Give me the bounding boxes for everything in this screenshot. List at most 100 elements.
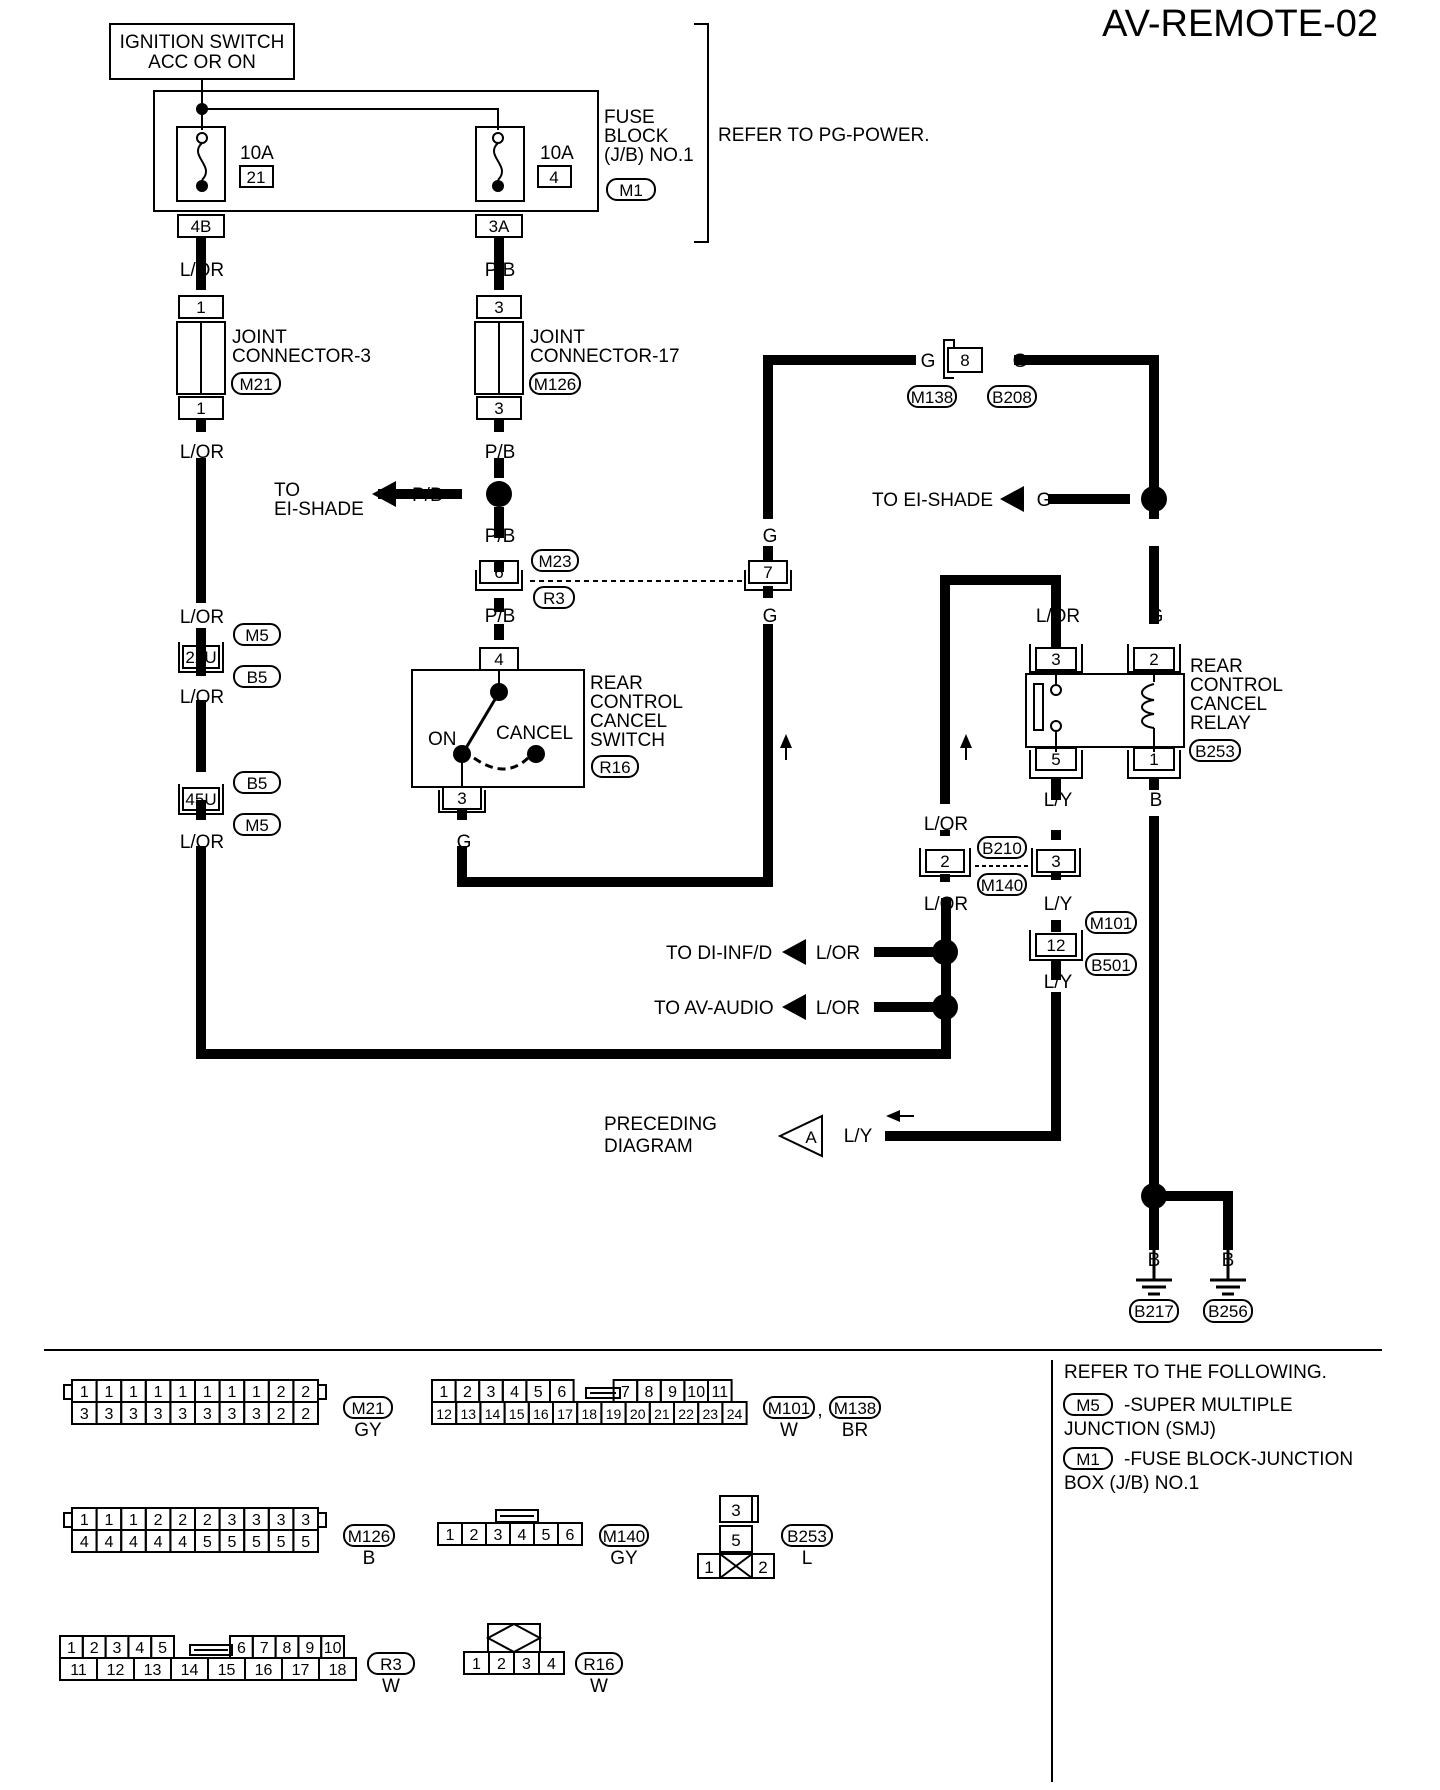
pin-label: 12	[107, 1662, 125, 1679]
svg-text:W: W	[780, 1420, 798, 1441]
pin-label: 18	[329, 1662, 347, 1679]
connector-22u: 22U M5 B5	[178, 623, 281, 688]
pin-label: 14	[485, 1406, 501, 1422]
svg-text:6: 6	[494, 563, 503, 582]
pin-label: 6	[237, 1640, 246, 1657]
svg-text:M140: M140	[603, 1527, 646, 1546]
pin-label: 22	[678, 1406, 694, 1422]
svg-text:P/B: P/B	[485, 526, 516, 547]
page-title: AV-REMOTE-02	[1102, 3, 1378, 45]
svg-text:1: 1	[196, 399, 205, 418]
svg-text:7: 7	[763, 563, 772, 582]
svg-text:L/OR: L/OR	[924, 814, 968, 835]
pin-label: 4	[178, 1534, 187, 1551]
svg-text:R3: R3	[380, 1655, 402, 1674]
svg-text:3: 3	[494, 298, 503, 317]
pin-label: 1	[252, 1384, 261, 1401]
svg-text:3: 3	[457, 789, 466, 808]
pin-label: 4	[104, 1534, 113, 1551]
pin-label: 15	[218, 1662, 236, 1679]
fuse-block-connector: M1	[619, 181, 643, 200]
terminal-3a: 3A	[489, 217, 510, 236]
svg-text:G: G	[457, 832, 472, 853]
pin-label: 4	[518, 1527, 527, 1544]
svg-text:P/B: P/B	[485, 442, 516, 463]
pin-label: 6	[566, 1527, 575, 1544]
pin-label: 8	[645, 1384, 654, 1401]
svg-text:2: 2	[1149, 650, 1158, 669]
svg-text:L/OR: L/OR	[180, 260, 224, 281]
svg-text:5: 5	[1051, 750, 1060, 769]
svg-text:A: A	[805, 1128, 817, 1147]
fuse-block-label-1: FUSE	[604, 107, 655, 128]
pin-label: 2	[178, 1512, 187, 1529]
to-di-inf-d: TO DI-INF/D	[666, 943, 772, 964]
pin-label: 2	[203, 1512, 212, 1529]
connector-b210-m140: 2 3 B210 M140	[919, 836, 1081, 896]
svg-text:TO: TO	[274, 480, 300, 501]
rear-control-cancel-relay: 3 2 5 1 REAR CONTROL CANCEL RELAY B253	[1025, 644, 1283, 779]
svg-text:L/OR: L/OR	[180, 687, 224, 708]
ignition-label-1: IGNITION SWITCH	[120, 32, 285, 53]
svg-text:B256: B256	[1208, 1302, 1248, 1321]
svg-text:DIAGRAM: DIAGRAM	[604, 1136, 693, 1157]
pin-label: 2	[497, 1656, 506, 1673]
ignition-label-2: ACC OR ON	[148, 52, 256, 73]
preceding-diagram-flag: PRECEDING DIAGRAM A	[604, 1114, 823, 1158]
svg-text:1: 1	[1149, 750, 1158, 769]
pin-label: 23	[703, 1406, 719, 1422]
svg-text:L/OR: L/OR	[180, 442, 224, 463]
pin-label: 5	[534, 1384, 543, 1401]
svg-text:G: G	[1037, 490, 1052, 511]
pin-label: 8	[283, 1640, 292, 1657]
svg-text:L/Y: L/Y	[844, 1126, 873, 1147]
svg-text:REAR: REAR	[1190, 656, 1243, 677]
pin-cell	[292, 1529, 319, 1553]
svg-text:1: 1	[196, 298, 205, 317]
fuse-block-label-3: (J/B) NO.1	[604, 145, 694, 166]
svg-text:W: W	[590, 1676, 608, 1697]
pin-label: 4	[129, 1534, 138, 1551]
svg-text:G: G	[763, 606, 778, 627]
svg-text:B: B	[1150, 790, 1163, 811]
svg-text:B501: B501	[1091, 956, 1131, 975]
fuse-block-label-2: BLOCK	[604, 126, 669, 147]
svg-text:CANCEL: CANCEL	[496, 723, 573, 744]
pin-label: 3	[227, 1512, 236, 1529]
svg-text:JUNCTION (SMJ): JUNCTION (SMJ)	[1064, 1419, 1216, 1440]
svg-text:M138: M138	[834, 1399, 877, 1418]
pin-label: 3	[129, 1406, 138, 1423]
refer-pg-power: REFER TO PG-POWER.	[718, 125, 930, 146]
pin-cell	[538, 1651, 565, 1675]
svg-text:M138: M138	[911, 388, 954, 407]
svg-text:4: 4	[494, 650, 503, 669]
pin-label: 2	[301, 1384, 310, 1401]
connector-m138-b208: 8 M138 B208	[907, 339, 1037, 408]
svg-text:M21: M21	[239, 375, 272, 394]
svg-text:G: G	[1149, 606, 1164, 627]
svg-text:M126: M126	[534, 375, 577, 394]
svg-text:B5: B5	[247, 774, 268, 793]
svg-text:R16: R16	[599, 758, 630, 777]
svg-text:1: 1	[704, 1558, 713, 1577]
pin-label: 2	[90, 1640, 99, 1657]
svg-text:L/OR: L/OR	[816, 943, 860, 964]
svg-text:W: W	[382, 1676, 400, 1697]
pin-label: 1	[178, 1384, 187, 1401]
svg-text:2: 2	[940, 852, 949, 871]
pin-label: 4	[510, 1384, 519, 1401]
pin-label: 2	[463, 1384, 472, 1401]
pin-label: 5	[227, 1534, 236, 1551]
pin-label: 1	[154, 1384, 163, 1401]
pin-label: 18	[582, 1406, 598, 1422]
svg-text:2: 2	[758, 1558, 767, 1577]
svg-text:B253: B253	[1195, 742, 1235, 761]
pin-label: 6	[557, 1384, 566, 1401]
pin-label: 3	[113, 1640, 122, 1657]
pin-label: 2	[277, 1406, 286, 1423]
pin-label: 11	[70, 1662, 87, 1679]
ignition-switch: IGNITION SWITCH ACC OR ON	[109, 23, 295, 80]
